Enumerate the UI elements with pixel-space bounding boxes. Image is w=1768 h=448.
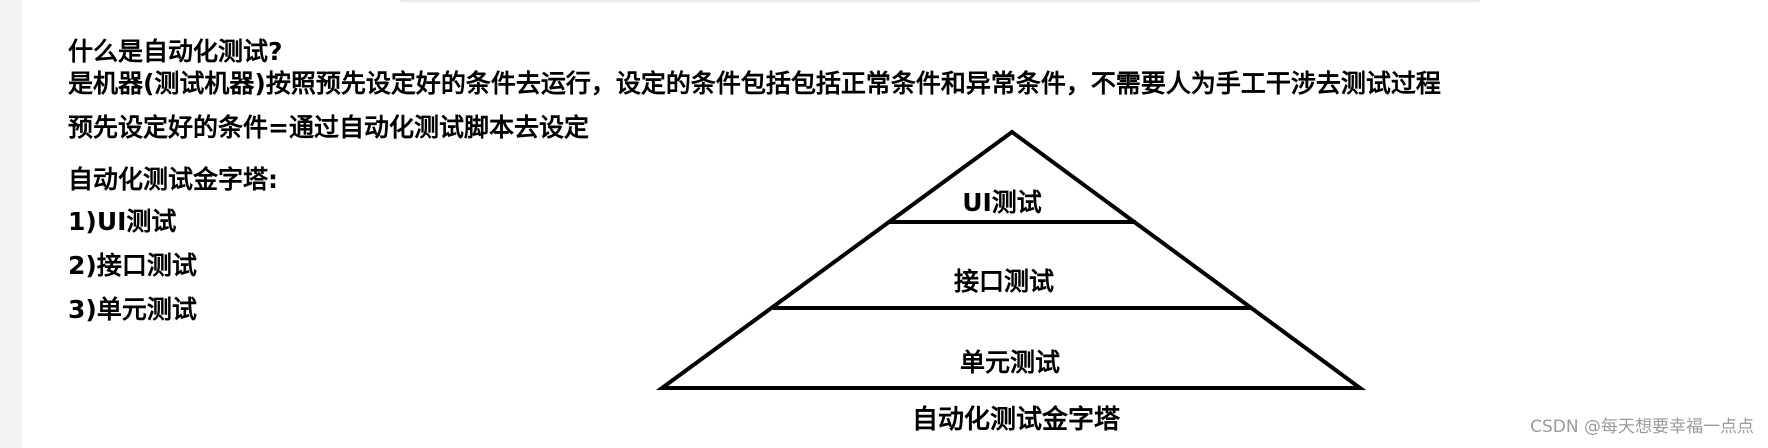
pyramid-heading: 自动化测试金字塔: [68, 165, 278, 194]
pyramid-layer-ui: UI测试 [962, 188, 1042, 217]
list-item-interface: 2)接口测试 [68, 251, 197, 280]
list-item-ui: 1)UI测试 [68, 207, 177, 236]
question-heading: 什么是自动化测试? [68, 37, 283, 66]
top-shadow-bar [400, 0, 1480, 4]
pyramid-caption: 自动化测试金字塔 [912, 404, 1121, 435]
left-scroll-strip [0, 0, 22, 448]
definition-text: 是机器(测试机器)按照预先设定好的条件去运行，设定的条件包括包括正常条件和异常条… [68, 69, 1441, 98]
csdn-watermark: CSDN @每天想要幸福一点点 [1530, 417, 1754, 437]
pyramid-layer-interface: 接口测试 [954, 267, 1054, 296]
preset-text: 预先设定好的条件=通过自动化测试脚本去设定 [68, 113, 589, 142]
list-item-unit: 3)单元测试 [68, 295, 197, 324]
pyramid-outline [655, 129, 1367, 390]
pyramid-layer-unit: 单元测试 [960, 348, 1060, 377]
